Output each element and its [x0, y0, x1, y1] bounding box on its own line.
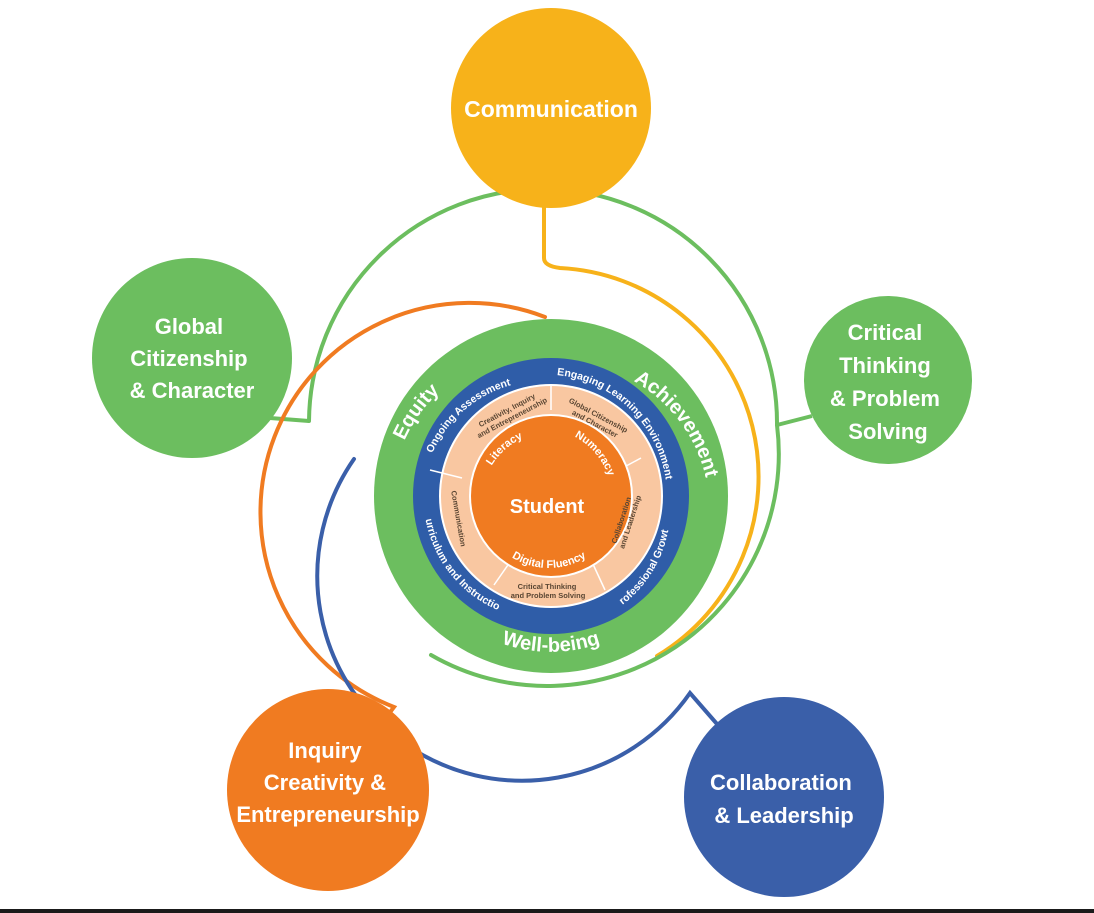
bottom-rule [0, 909, 1094, 913]
green-citizenship-line [269, 416, 310, 423]
green-connector-lower [429, 423, 781, 688]
communication-node: Communication [451, 8, 651, 208]
global-citizenship-node-label: Global Citizenship & Character [130, 314, 255, 403]
student-label: Student [510, 496, 585, 518]
inquiry-node-label: Inquiry Creativity & Entrepreneurship [236, 738, 419, 827]
green-critical-line [776, 414, 813, 427]
collaboration-node: Collaboration & Leadership [684, 697, 884, 897]
collaboration-node-label: Collaboration & Leadership [710, 770, 858, 828]
critical-thinking-node-label: Critical Thinking & Problem Solving [830, 320, 946, 444]
peach-critical-label: Critical Thinking and Problem Solving [511, 582, 586, 600]
core-circle [471, 416, 631, 576]
critical-thinking-node: Critical Thinking & Problem Solving [804, 296, 972, 464]
communication-node-label: Communication [464, 96, 638, 122]
inquiry-node: Inquiry Creativity & Entrepreneurship [227, 689, 429, 891]
yellow-connector [542, 204, 761, 658]
global-citizenship-node: Global Citizenship & Character [92, 258, 292, 458]
orange-connector [258, 300, 547, 733]
